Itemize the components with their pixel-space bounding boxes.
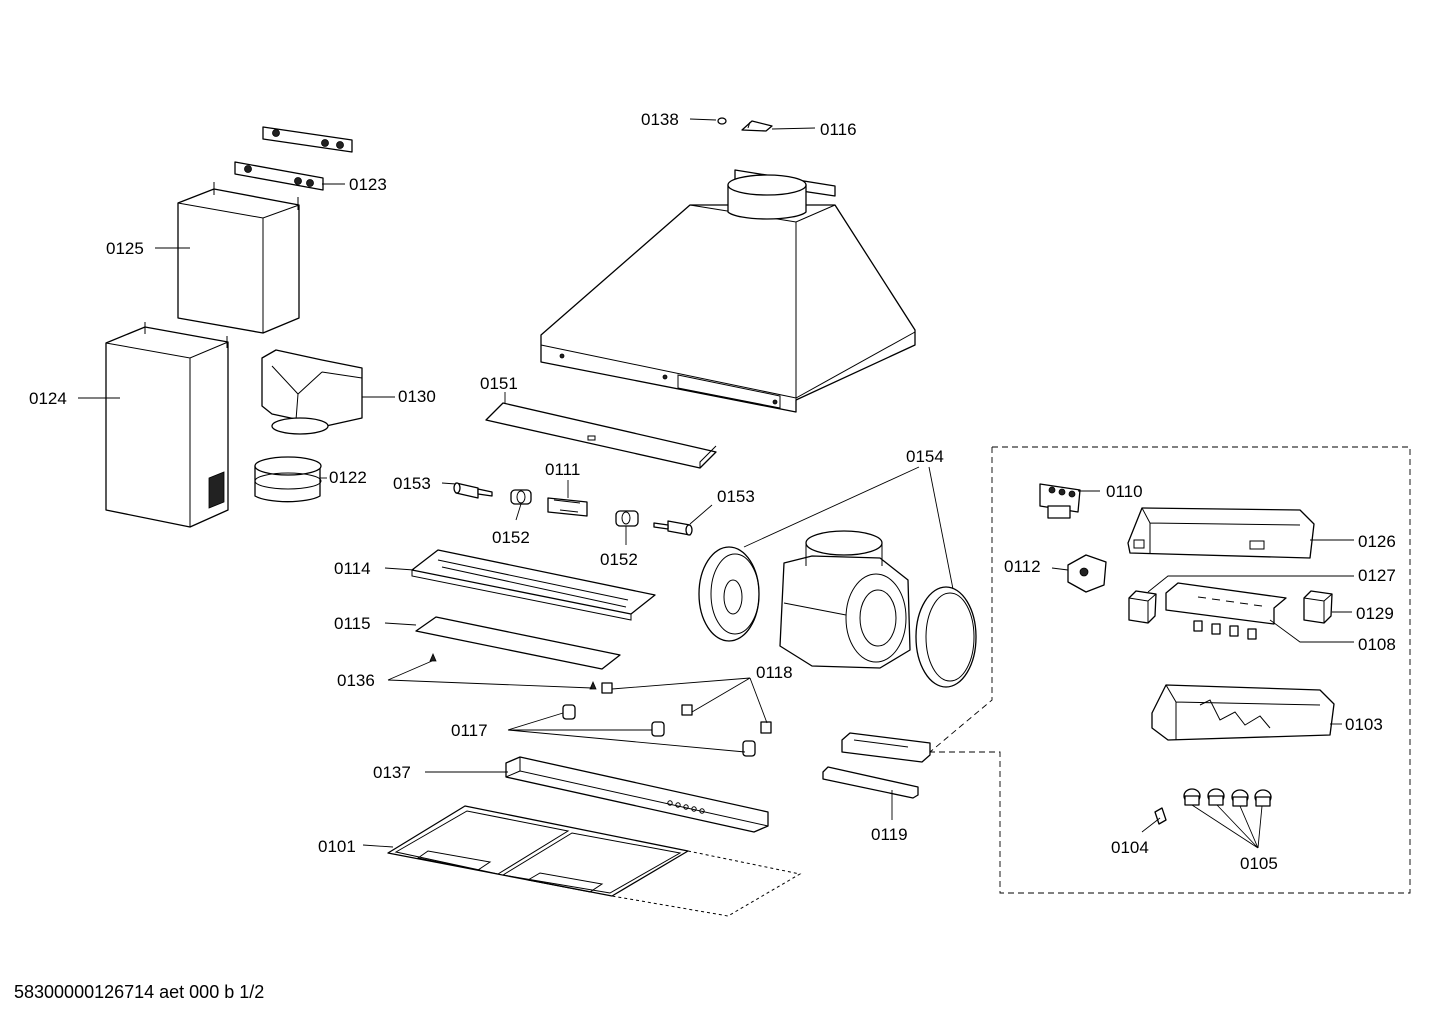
label-0116: 0116 <box>820 120 857 139</box>
part-0122-duct-ring <box>254 456 322 503</box>
label-0108: 0108 <box>1358 635 1396 654</box>
electronics-subassembly-boundary <box>929 446 1411 894</box>
part-0138-screw <box>717 117 727 125</box>
leader-lines <box>78 118 1354 849</box>
label-0153-left: 0153 <box>393 474 431 493</box>
part-motor-fan-unit <box>779 530 911 669</box>
part-0116-clip <box>741 120 773 132</box>
label-0117: 0117 <box>451 721 488 740</box>
label-0138: 0138 <box>641 110 679 129</box>
part-0129-cap-right <box>1303 590 1333 624</box>
label-0103: 0103 <box>1345 715 1383 734</box>
label-0119: 0119 <box>871 825 908 844</box>
label-0105: 0105 <box>1240 854 1278 873</box>
label-0125: 0125 <box>106 239 144 258</box>
part-0114-filter-frame <box>411 549 656 621</box>
part-0130-air-diverter <box>261 349 363 435</box>
part-0154-carbon-filter-right <box>915 586 977 688</box>
part-0126-control-housing <box>1127 507 1315 559</box>
label-0137: 0137 <box>373 763 411 782</box>
label-0124: 0124 <box>29 389 67 408</box>
drawing-reference-footer: 58300000126714 aet 000 b 1/2 <box>14 982 264 1002</box>
part-0108-circuit-board <box>1165 582 1287 640</box>
label-0110: 0110 <box>1106 482 1143 501</box>
label-0115: 0115 <box>334 614 371 633</box>
label-0123: 0123 <box>349 175 387 194</box>
label-0114: 0114 <box>334 559 371 578</box>
label-0112: 0112 <box>1004 557 1041 576</box>
label-0152-right: 0152 <box>600 550 638 569</box>
part-0151-cover-plate <box>485 402 717 469</box>
label-0129: 0129 <box>1356 604 1394 623</box>
part-0123-mounting-brackets <box>234 126 353 191</box>
part-0118-clips <box>601 682 772 734</box>
label-0118: 0118 <box>756 663 793 682</box>
label-0136: 0136 <box>337 671 375 690</box>
part-0152-bushing-right <box>615 510 639 527</box>
part-0111-switch <box>547 497 588 517</box>
label-0101: 0101 <box>318 837 356 856</box>
part-0152-bushing-left <box>510 489 532 505</box>
part-0112-switch <box>1067 554 1107 593</box>
label-0104: 0104 <box>1111 838 1149 857</box>
part-0153-pin-left <box>453 482 493 499</box>
label-0126: 0126 <box>1358 532 1396 551</box>
part-0137-front-panel <box>505 756 769 833</box>
part-0119-rail <box>822 766 919 799</box>
part-hood-canopy <box>540 169 916 413</box>
part-0154-carbon-filter-left <box>698 546 760 642</box>
part-0117-retainers <box>562 704 756 757</box>
part-0105-knobs <box>1183 788 1272 807</box>
part-light-module <box>841 732 931 763</box>
label-0127: 0127 <box>1358 566 1396 585</box>
part-0104-spring <box>1154 807 1167 825</box>
part-0110-connector <box>1039 483 1081 519</box>
part-0136-pins <box>429 652 597 690</box>
label-0154: 0154 <box>906 447 944 466</box>
part-0115-filter-strip <box>415 616 621 670</box>
label-0130: 0130 <box>398 387 436 406</box>
part-0127-cap-left <box>1128 590 1157 624</box>
part-0153-pin-right <box>653 520 693 536</box>
part-labels: 0138 0116 0123 0125 0124 0130 0122 0151 … <box>29 110 1396 873</box>
label-0153-right: 0153 <box>717 487 755 506</box>
label-0151: 0151 <box>480 374 518 393</box>
label-0152-left: 0152 <box>492 528 530 547</box>
part-0101-grease-filters <box>387 805 802 917</box>
part-0125-upper-chimney <box>177 182 300 334</box>
part-0124-lower-chimney <box>105 322 229 528</box>
label-0122: 0122 <box>329 468 367 487</box>
part-0103-control-panel <box>1151 684 1335 741</box>
label-0111: 0111 <box>545 460 580 479</box>
